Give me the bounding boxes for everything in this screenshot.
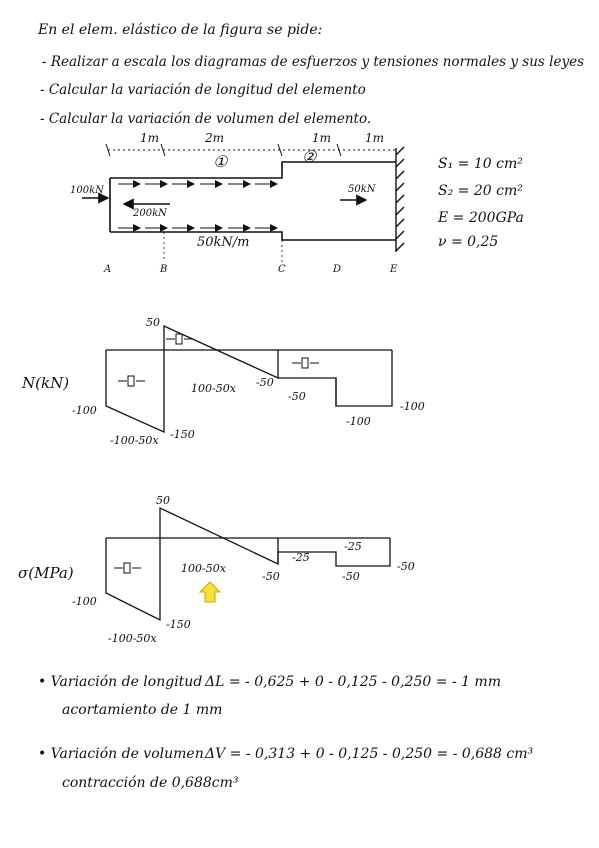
result-dv-note: contracción de 0,688cm³ bbox=[62, 775, 239, 791]
n-law-3: -50 bbox=[288, 390, 306, 403]
sigma-law-3: -25 bbox=[292, 551, 310, 564]
highlight-arrow-icon bbox=[198, 581, 222, 603]
fixed-wall bbox=[395, 146, 405, 252]
prop-S1: S₁ = 10 cm² bbox=[438, 156, 523, 172]
result-dl-note: acortamiento de 1 mm bbox=[62, 702, 223, 718]
result-dv-label: • Variación de volumen bbox=[38, 746, 204, 762]
sigma-law-1: -100-50x bbox=[108, 632, 157, 645]
segment-label-1: ① bbox=[213, 152, 229, 171]
point-A: A bbox=[103, 264, 111, 275]
point-D: D bbox=[332, 264, 341, 275]
force-right-label: 50kN bbox=[348, 184, 377, 195]
n-diagram-label: N(kN) bbox=[21, 374, 69, 392]
bar-outline bbox=[109, 161, 396, 241]
n-val-m150: -150 bbox=[170, 428, 195, 441]
prop-nu: ν = 0,25 bbox=[438, 234, 498, 250]
length-3: 1m bbox=[312, 131, 331, 145]
n-val-50: 50 bbox=[146, 316, 160, 329]
sigma-val-m50: -50 bbox=[262, 570, 280, 583]
sigma-val-50: 50 bbox=[156, 494, 170, 507]
statement-line-2: - Realizar a escala los diagramas de esf… bbox=[42, 54, 585, 70]
sigma-val-m25: -25 bbox=[344, 540, 362, 553]
distributed-load bbox=[118, 180, 278, 232]
n-compression-marks bbox=[118, 333, 319, 387]
prop-E: E = 200GPa bbox=[437, 210, 524, 226]
sigma-val-m100: -100 bbox=[72, 595, 97, 608]
dimension-line bbox=[105, 143, 398, 157]
n-law-1: -100-50x bbox=[110, 434, 159, 447]
point-C: C bbox=[278, 264, 286, 275]
statement-line-4: - Calcular la variación de volumen del e… bbox=[40, 111, 372, 127]
point-B: B bbox=[159, 264, 167, 275]
prop-S2: S₂ = 20 cm² bbox=[438, 183, 523, 199]
n-val-m50: -50 bbox=[256, 376, 274, 389]
sigma-compression-marks bbox=[114, 562, 141, 574]
n-val-m100: -100 bbox=[72, 404, 97, 417]
n-val-m100-right: -100 bbox=[400, 400, 425, 413]
n-law-4: -100 bbox=[346, 415, 371, 428]
segment-label-2: ② bbox=[302, 147, 318, 166]
result-dl-label: • Variación de longitud bbox=[38, 674, 203, 690]
sigma-law-4: -50 bbox=[342, 570, 360, 583]
force-inner-label: 200kN bbox=[132, 208, 168, 219]
sigma-val-m50-right: -50 bbox=[397, 560, 415, 573]
length-2: 2m bbox=[204, 131, 224, 145]
distributed-label: 50kN/m bbox=[197, 235, 250, 250]
force-left-label: 100kN bbox=[70, 185, 105, 196]
statement-line-3: - Calcular la variación de longitud del … bbox=[40, 82, 366, 98]
statement-line-1: En el elem. elástico de la figura se pid… bbox=[38, 22, 323, 38]
result-dl-equation: ΔL = - 0,625 + 0 - 0,125 - 0,250 = - 1 m… bbox=[205, 674, 501, 690]
sigma-law-2: 100-50x bbox=[181, 562, 227, 575]
length-1: 1m bbox=[140, 131, 159, 145]
n-diagram bbox=[105, 324, 393, 434]
length-4: 1m bbox=[365, 131, 384, 145]
sigma-diagram bbox=[105, 506, 391, 622]
point-E: E bbox=[389, 264, 398, 275]
result-dv-equation: ΔV = - 0,313 + 0 - 0,125 - 0,250 = - 0,6… bbox=[205, 746, 534, 762]
sigma-diagram-label: σ(MPa) bbox=[18, 564, 74, 582]
n-law-2: 100-50x bbox=[191, 382, 237, 395]
sigma-val-m150: -150 bbox=[166, 618, 191, 631]
